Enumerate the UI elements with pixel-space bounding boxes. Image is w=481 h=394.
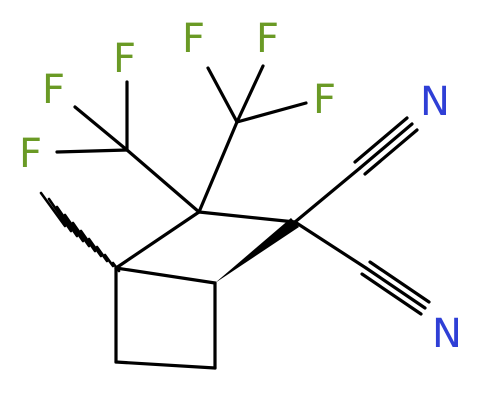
atom-n1: N <box>420 79 450 125</box>
bond-c1-c4-bridge <box>114 266 217 285</box>
triple-bond-cn1-b <box>353 116 409 164</box>
bond-c2-cf3b <box>125 148 201 214</box>
hashed-bond-c1-methyl <box>39 191 121 273</box>
bond-c2-cf3a <box>197 120 239 214</box>
bond-c3-cn2 <box>293 220 368 270</box>
triple-bond-cn2-a <box>364 266 427 310</box>
atom-f2: F <box>182 16 205 62</box>
bond-cf3b-f6 <box>55 148 129 154</box>
atom-f1: F <box>113 36 136 82</box>
bond-c2-c3 <box>197 210 297 224</box>
atom-f5: F <box>42 67 65 113</box>
bond-c6-c5 <box>114 360 217 370</box>
triple-bond-cn2-c <box>360 272 423 316</box>
triple-bond-cn2-b <box>368 260 431 304</box>
triple-bond-cn1-c <box>363 128 419 176</box>
atom-f4: F <box>313 77 336 123</box>
wedge-bond-c4-c3 <box>215 218 299 283</box>
bond-cf3b-f5 <box>73 105 129 152</box>
atom-f6: F <box>19 131 42 177</box>
bond-c3-cn1 <box>293 166 362 224</box>
atom-f3: F <box>256 16 279 62</box>
triple-bond-cn1-a <box>358 122 414 170</box>
bond-cf3a-f2 <box>206 66 239 124</box>
bond-cf3a-f4 <box>235 101 308 124</box>
bonds <box>55 64 431 370</box>
atom-labels: F F F F F F N N <box>19 16 462 357</box>
bond-c1-c2 <box>114 210 201 270</box>
atom-n2: N <box>432 311 462 357</box>
bond-cf3a-f3 <box>235 64 265 124</box>
